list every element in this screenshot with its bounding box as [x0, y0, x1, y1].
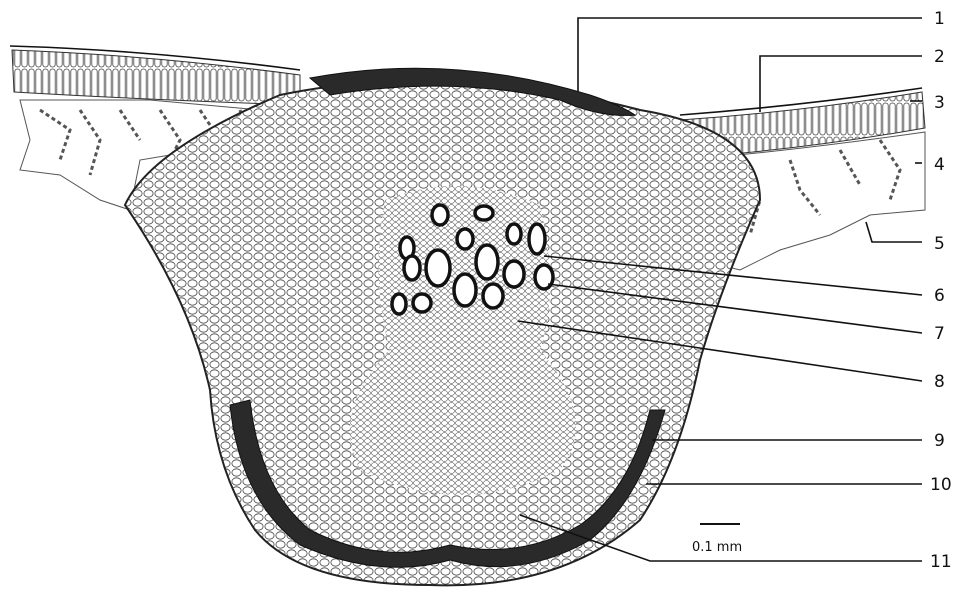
midrib: [125, 68, 760, 585]
label-9: 9: [934, 431, 945, 451]
label-10: 10: [930, 475, 952, 495]
label-6: 6: [934, 286, 945, 306]
label-1: 1: [934, 9, 945, 29]
label-11: 11: [930, 552, 952, 572]
label-7: 7: [934, 324, 945, 344]
labels: 1 2 3 4 5 6 7 8 9 10 11: [930, 9, 952, 572]
label-4: 4: [934, 155, 945, 175]
label-3: 3: [934, 93, 945, 113]
scale-bar-text: 0.1 mm: [692, 540, 742, 555]
label-8: 8: [934, 372, 945, 392]
label-5: 5: [934, 234, 945, 254]
label-2: 2: [934, 47, 945, 67]
scale-bar: 0.1 mm: [692, 524, 742, 555]
